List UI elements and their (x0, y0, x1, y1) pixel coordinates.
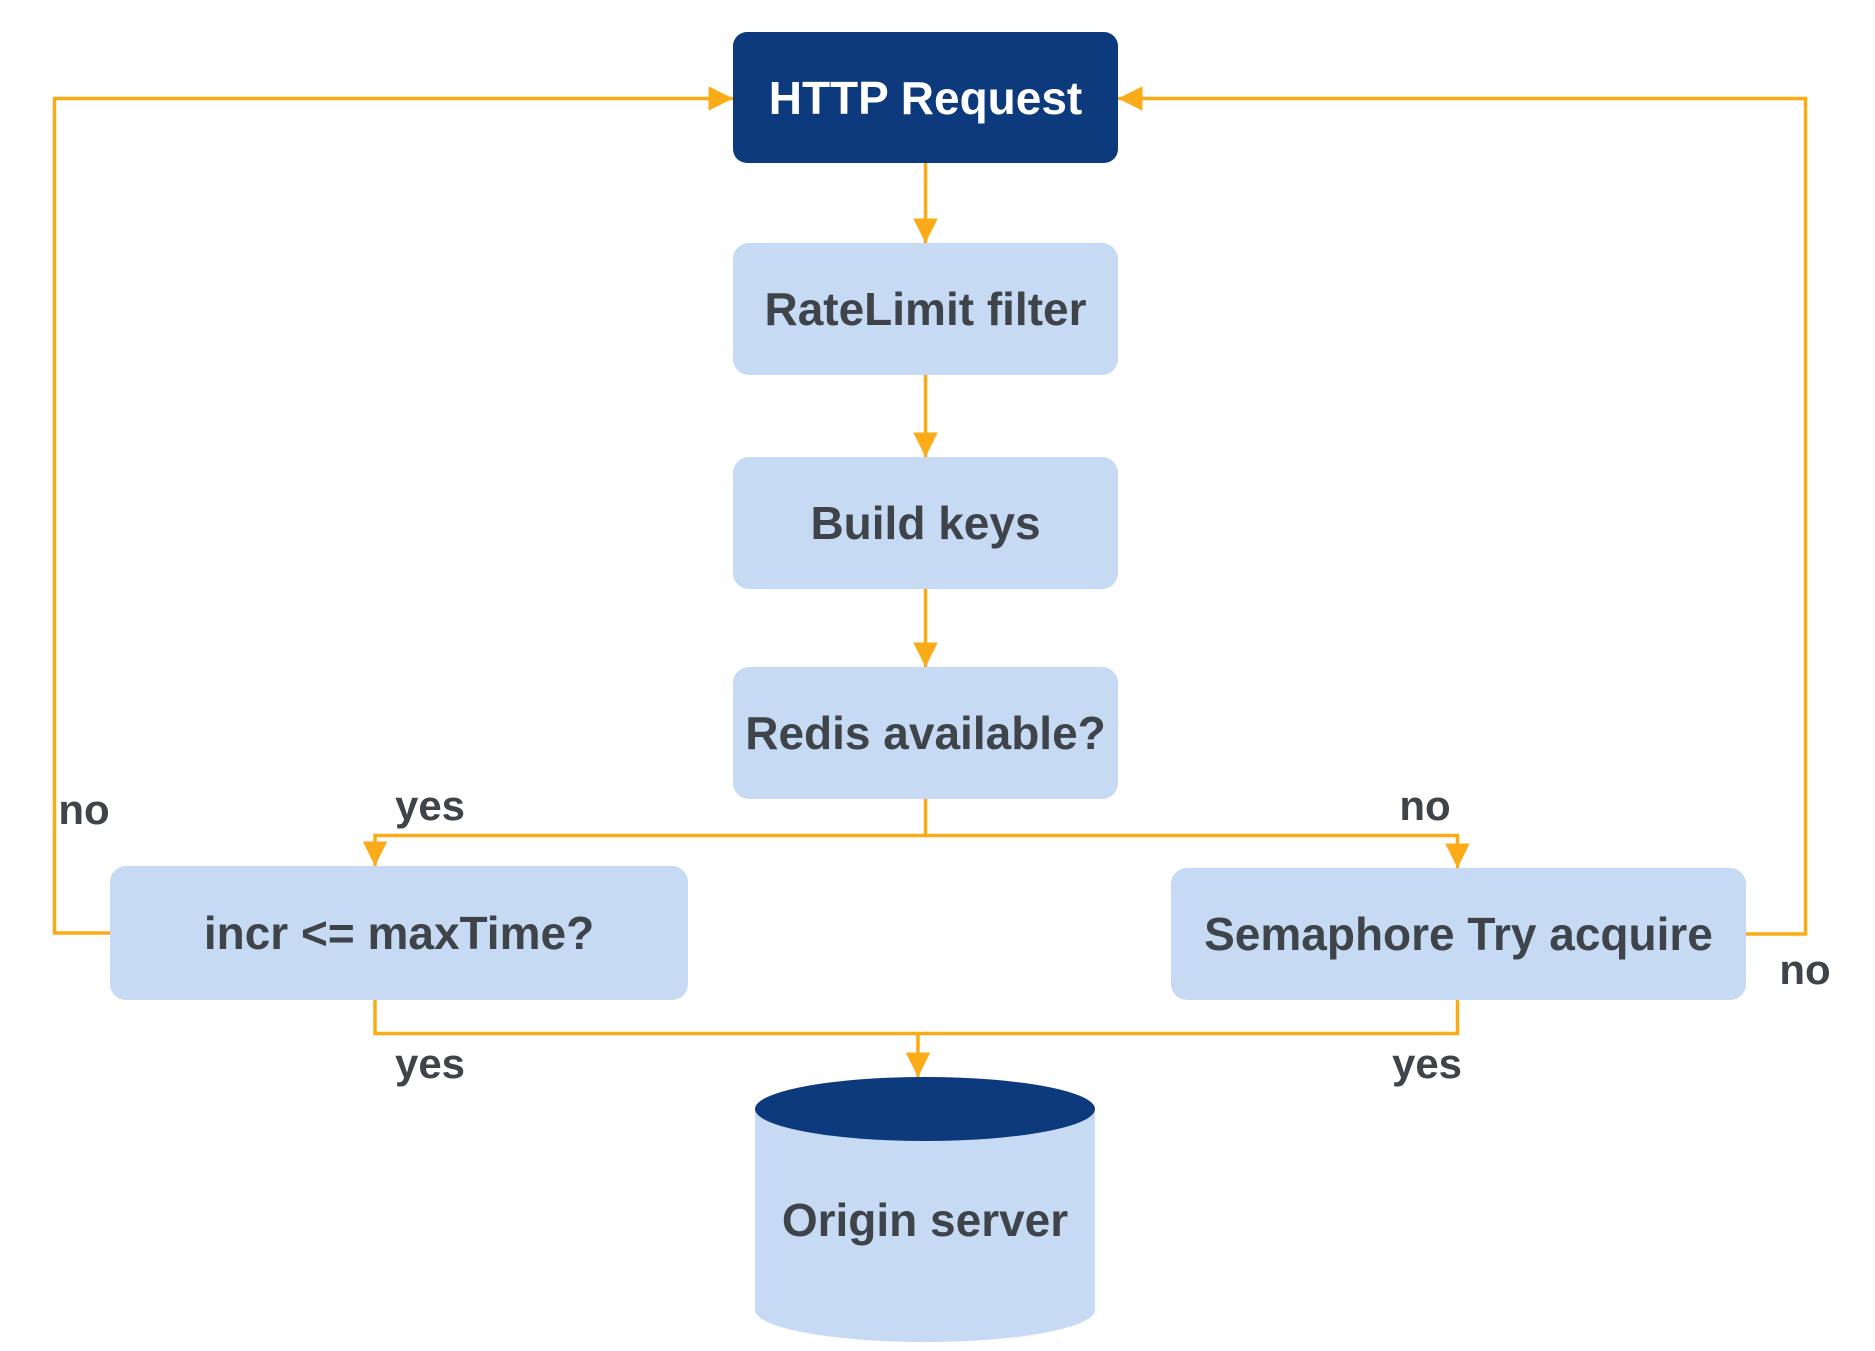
edge-semaphore-yes-to-origin (918, 1000, 1460, 1036)
edge-label-yes-redis-branch: yes (394, 782, 466, 829)
edge-label-yes-semaphore-origin: yes (1391, 1040, 1463, 1087)
node-build-keys-label: Build keys (810, 497, 1041, 549)
edge-label-no-redis-branch: no (1399, 782, 1451, 829)
edge-semaphore-no-to-http (1118, 86, 1808, 936)
node-http-request-label: HTTP Request (768, 71, 1083, 124)
edge-label-no-right-loop: no (1779, 946, 1831, 993)
edge-redis-yes-to-incr (362, 798, 928, 866)
edge-label-yes-incr-origin: yes (394, 1040, 466, 1087)
edge-incr-yes-to-origin (373, 1000, 931, 1077)
node-http-request: HTTP Request (733, 32, 1118, 163)
edge-incr-no-to-http (52, 86, 733, 935)
node-semaphore-try-acquire: Semaphore Try acquire (1171, 868, 1746, 1000)
node-ratelimit-filter: RateLimit filter (733, 243, 1118, 375)
node-semaphore-try-acquire-label: Semaphore Try acquire (1204, 908, 1713, 960)
edge-label-no-left-loop: no (58, 786, 110, 833)
edge-redis-no-to-semaphore (925, 833, 1470, 868)
node-incr-maxtime-label: incr <= maxTime? (203, 907, 595, 959)
origin-server-cylinder-top (755, 1077, 1095, 1141)
node-origin-server-label: Origin server (781, 1194, 1069, 1246)
node-redis-available-label: Redis available? (745, 707, 1106, 759)
node-incr-maxtime: incr <= maxTime? (110, 866, 688, 1000)
node-redis-available: Redis available? (733, 667, 1118, 799)
node-origin-server: Origin server (755, 1145, 1095, 1295)
origin-server-cylinder-body (755, 1109, 1095, 1342)
node-build-keys: Build keys (733, 457, 1118, 589)
node-ratelimit-filter-label: RateLimit filter (764, 283, 1087, 335)
